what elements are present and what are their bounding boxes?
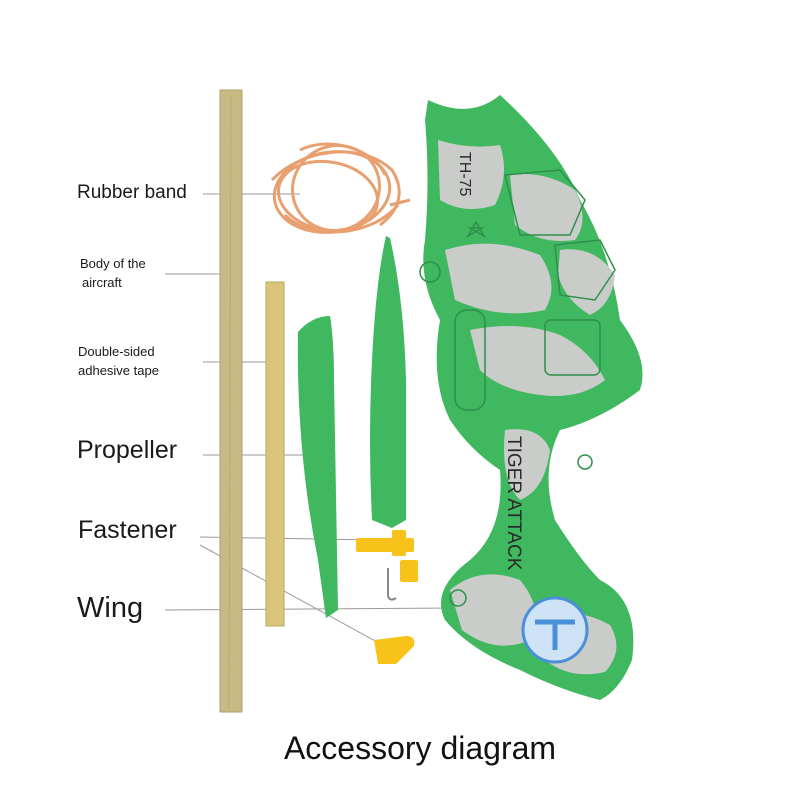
plane-name-text: TIGER ATTACK: [503, 436, 524, 571]
propeller-blade: [298, 316, 338, 618]
tape-strip: [266, 282, 284, 626]
label-wing: Wing: [77, 592, 143, 625]
plane-model-text: TH-75: [456, 152, 473, 197]
label-rubber-band: Rubber band: [77, 182, 187, 204]
rubber-band: [269, 130, 410, 247]
label-tape-line1: Double-sided: [78, 342, 159, 361]
label-tape-line2: adhesive tape: [78, 361, 159, 380]
leader-wing: [165, 608, 455, 610]
label-propeller: Propeller: [77, 436, 177, 465]
caption: Accessory diagram: [0, 730, 800, 767]
fastener-pieces: [356, 530, 418, 664]
wing-piece: [370, 236, 406, 528]
label-fastener: Fastener: [78, 516, 177, 545]
label-body-line2: aircraft: [80, 273, 146, 292]
label-body: Body of the aircraft: [80, 254, 146, 292]
label-body-line1: Body of the: [80, 254, 146, 273]
plane-logo: [523, 598, 587, 662]
label-tape: Double-sided adhesive tape: [78, 342, 159, 380]
